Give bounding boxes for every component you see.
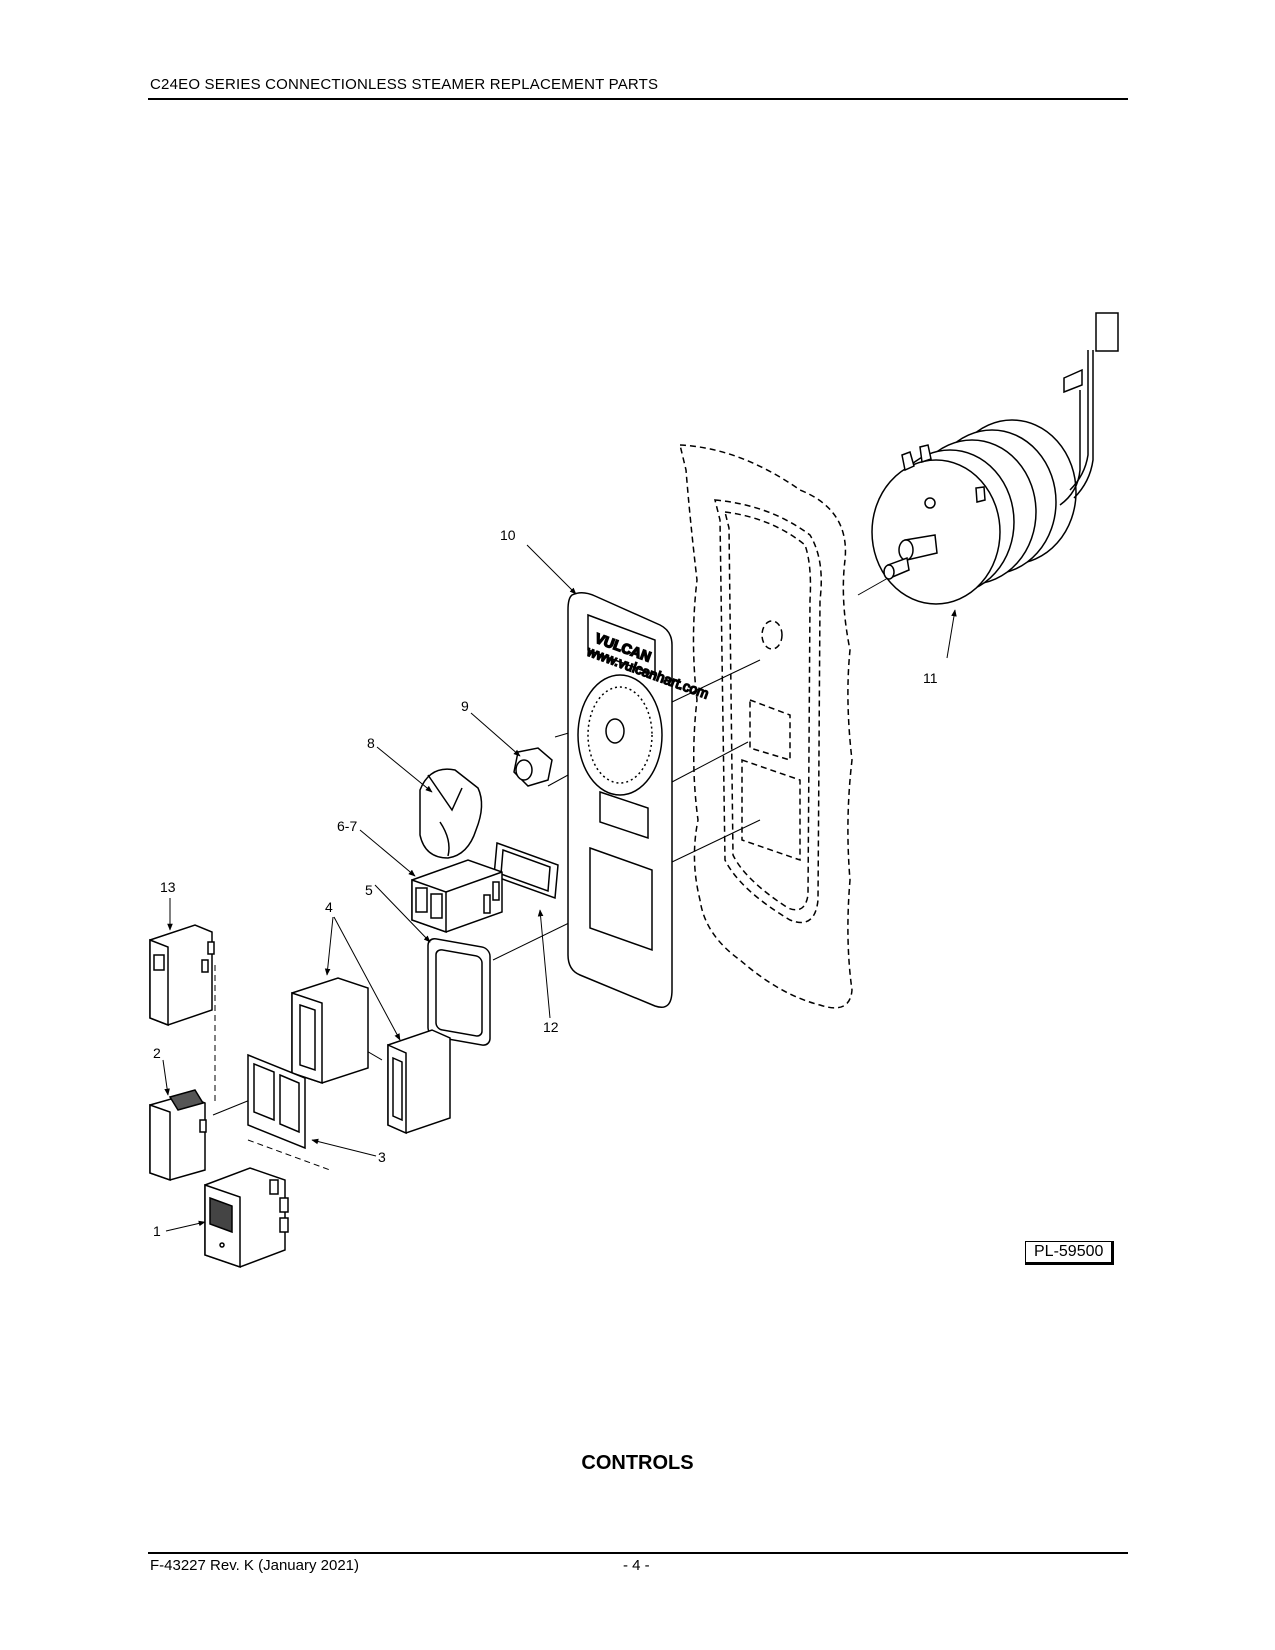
callout-labels: 1 2 3 4 5 6-7 8 9 10 11 12 13 (153, 527, 938, 1239)
callout-12: 12 (543, 1019, 559, 1035)
switch-part-2 (149, 1089, 207, 1182)
small-gasket-part (493, 841, 559, 900)
rocker-switch-part (204, 1167, 289, 1269)
header-rule (148, 98, 1128, 100)
knob-part (419, 768, 483, 859)
callout-2: 2 (153, 1045, 161, 1061)
callout-leaders (162, 544, 957, 1232)
indicator-light-part (411, 859, 503, 934)
drawing-number-box: PL-59500 (1025, 1241, 1115, 1265)
callout-5: 5 (365, 882, 373, 898)
callout-3: 3 (378, 1149, 386, 1165)
section-title: CONTROLS (581, 1452, 694, 1474)
callout-13: 13 (160, 879, 176, 895)
double-bezel-frame-part (247, 1053, 306, 1150)
page-header-title: C24EO SERIES CONNECTIONLESS STEAMER REPL… (150, 76, 659, 93)
assembly-lines (212, 577, 889, 1171)
callout-4: 4 (325, 899, 333, 915)
callout-6-7: 6-7 (337, 818, 357, 834)
mounting-panel-outline (679, 444, 853, 1009)
callout-11: 11 (923, 670, 938, 686)
footer-page-number: - 4 - (623, 1557, 650, 1574)
control-panel-overlay-part: VULCAN www.vulcanhart.com (567, 592, 712, 1008)
timer-motor-part (871, 312, 1119, 605)
large-gasket-part (427, 937, 491, 1046)
callout-10: 10 (500, 527, 516, 543)
switch-part-13 (149, 924, 215, 1027)
footer-rule (148, 1552, 1128, 1554)
callout-8: 8 (367, 735, 375, 751)
callout-9: 9 (461, 698, 469, 714)
footer-document-number: F-43227 Rev. K (January 2021) (150, 1557, 359, 1574)
nut-part (513, 747, 553, 787)
callout-1: 1 (153, 1223, 161, 1239)
switch-bezel-part (291, 977, 451, 1135)
